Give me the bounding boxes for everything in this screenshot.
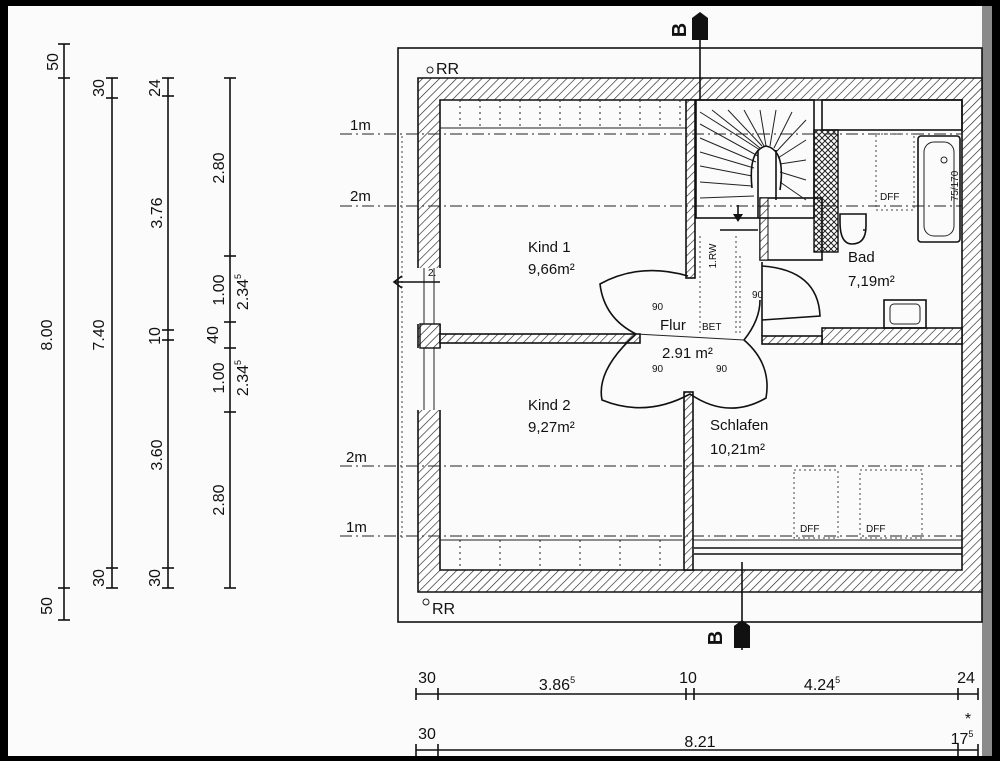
door-width-bath: 90 [752, 290, 764, 301]
dim-col4-a: 1.00 [211, 274, 228, 305]
hall-and-doors [599, 236, 821, 409]
dim-col4-lower: 2.80 [211, 484, 228, 515]
door-width-kind1: 90 [652, 302, 664, 313]
dim-col4-c: 1.00 [211, 362, 228, 393]
room-flur-area: 2.91 m² [662, 345, 713, 362]
dim-row1-left: 30 [418, 670, 436, 687]
dim-row2-right: 175 [951, 729, 974, 748]
dff-bath: DFF [880, 192, 899, 203]
bet-label: BET [702, 322, 721, 333]
dim-col5-b: 2.345 [233, 360, 252, 396]
dff-bedroom-left: DFF [800, 524, 819, 535]
downpipe-bottom-icon [422, 598, 430, 606]
dim-col1-bottom: 50 [39, 597, 56, 615]
line-1m-top: 1m [350, 117, 371, 134]
dim-col3-top: 24 [147, 79, 164, 97]
section-label-bottom: B [705, 631, 727, 645]
room-schlafen-area: 10,21m² [710, 441, 765, 458]
paper-edge-shadow [982, 6, 992, 756]
dim-col4-b: 40 [205, 326, 222, 344]
dim-col1-total: 8.00 [39, 319, 56, 350]
door-width-schlafen: 90 [716, 364, 728, 375]
dim-col3-mid: 10 [147, 327, 164, 345]
bottom-dimension-chains: 30 3.865 10 4.245 24 30 8.21 175 * [415, 670, 979, 756]
dim-row1-right: 24 [957, 670, 975, 687]
interior-walls [439, 99, 963, 571]
dim-col2-top: 30 [91, 79, 108, 97]
dim-col5-a: 2.345 [233, 274, 252, 310]
dim-col4-upper: 2.80 [211, 152, 228, 183]
dim-row2-total: 8.21 [684, 734, 715, 751]
dim-row1-mid: 10 [679, 670, 697, 687]
svg-text:*: * [965, 711, 971, 728]
bedroom-roof-windows: DFF DFF [694, 469, 962, 555]
dim-col3-lower: 3.60 [149, 439, 166, 470]
line-1m-bottom: 1m [346, 519, 367, 536]
bathtub-size: 75/170 [950, 170, 961, 201]
dim-col2-bottom: 30 [91, 569, 108, 587]
bathroom-fixtures: 75/170 DFF [839, 133, 961, 329]
downpipe-label-top: RR [436, 61, 459, 78]
escape-arrowhead-icon [392, 275, 403, 289]
left-dimension-chains: 50 8.00 50 30 7.40 30 24 3.76 10 3.60 30… [39, 43, 252, 621]
staircase [695, 99, 815, 231]
room-kind2-area: 9,27m² [528, 419, 575, 436]
paper-background [8, 6, 982, 756]
dim-row2-left: 30 [418, 726, 436, 743]
line-2m-top: 2m [350, 188, 371, 205]
room-bad-area: 7,19m² [848, 273, 895, 290]
door-width-kind2: 90 [652, 364, 664, 375]
room-kind1-area: 9,66m² [528, 261, 575, 278]
room-kind1-name: Kind 1 [528, 239, 571, 256]
room-bad-name: Bad [848, 249, 875, 266]
room-flur-name: Flur [660, 317, 686, 334]
roof-height-lines: 1m 2m 2m 1m [340, 117, 962, 540]
dim-row1-seg2: 4.245 [804, 675, 840, 694]
downpipe-top-icon [426, 66, 434, 74]
dff-bedroom-right: DFF [866, 524, 885, 535]
section-line-b: B B [669, 12, 750, 650]
dim-col1-top: 50 [45, 53, 62, 71]
room-kind2-name: Kind 2 [528, 397, 571, 414]
dim-col3-upper: 3.76 [149, 197, 166, 228]
window-label-2: 2. [428, 268, 436, 279]
line-2m-bottom: 2m [346, 449, 367, 466]
dim-col2-total: 7.40 [91, 319, 108, 350]
section-label-top: B [669, 23, 691, 37]
downpipe-label-bottom: RR [432, 601, 455, 618]
left-wall-windows [417, 268, 441, 410]
room-schlafen-name: Schlafen [710, 417, 768, 434]
dim-row1-seg1: 3.865 [539, 675, 575, 694]
rw-label: 1.RW [708, 243, 719, 268]
dim-col3-bottom: 30 [147, 569, 164, 587]
